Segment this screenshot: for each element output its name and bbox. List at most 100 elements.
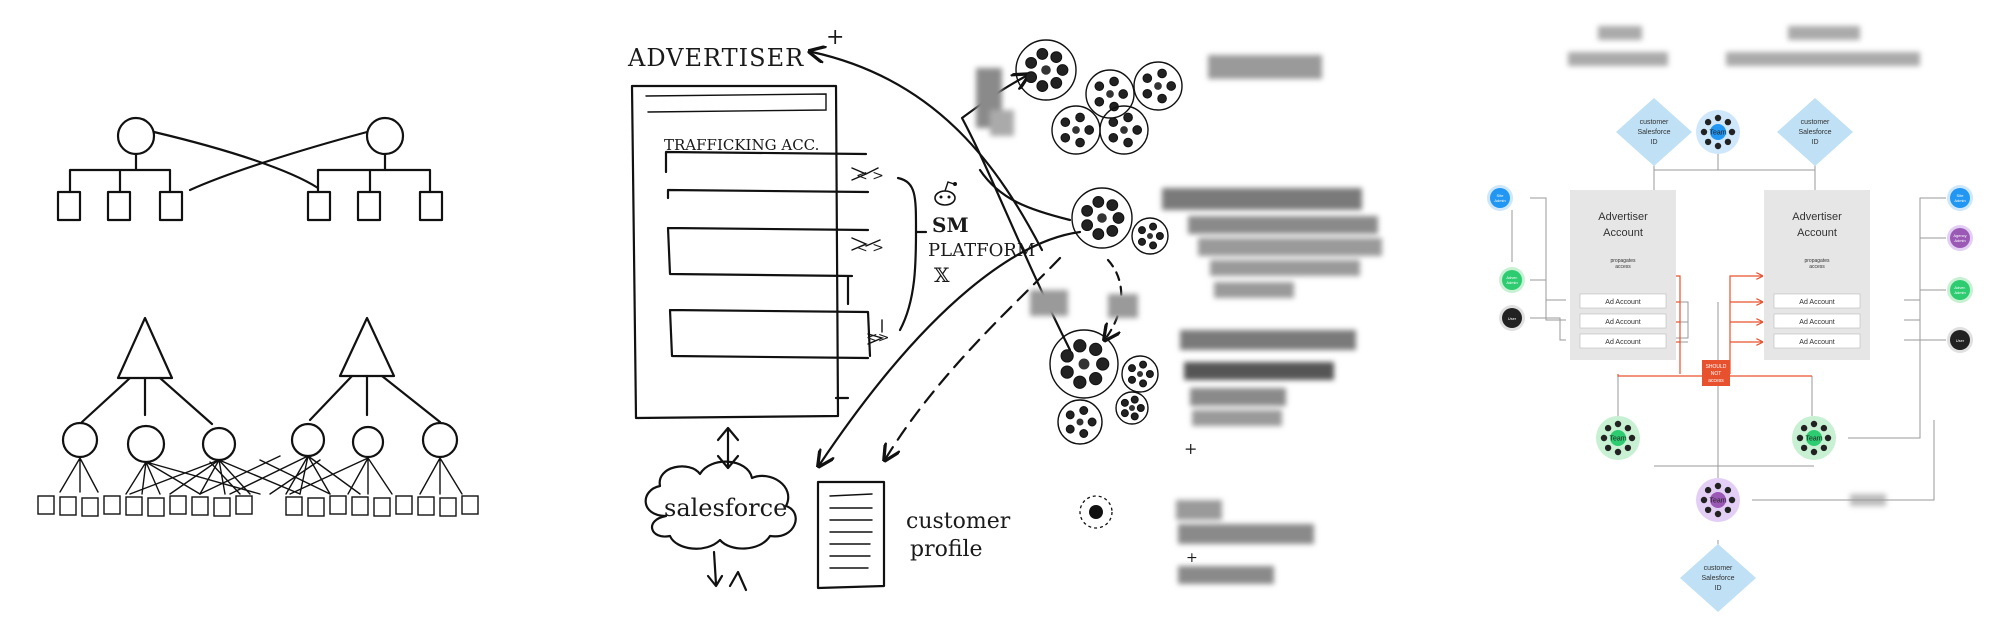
- salesforce-id-diamond-left[interactable]: customer Salesforce ID: [1616, 98, 1692, 166]
- leaf-box: [417, 496, 435, 516]
- x-logo-icon: 𝕏: [934, 263, 950, 287]
- reddit-icon: [934, 181, 957, 206]
- leaf-box: [191, 496, 209, 516]
- advertiser-sketch: ADVERTISER + TRAFFICKING ACC. < > < > <>…: [627, 25, 1123, 592]
- svg-text:SHOULD: SHOULD: [1706, 364, 1727, 370]
- svg-text:Ad Account: Ad Account: [1799, 299, 1834, 306]
- leaf-box: [125, 496, 143, 516]
- team-label: Team: [1609, 436, 1626, 443]
- sketch-cluster: [1049, 329, 1119, 399]
- svg-text:Salesforce: Salesforce: [1798, 129, 1831, 136]
- svg-text:Advertiser: Advertiser: [1598, 211, 1648, 223]
- leaf-box: [461, 495, 479, 515]
- bracket-2: < >: [856, 240, 884, 256]
- ad-account-right-2[interactable]: Ad Account: [1773, 313, 1861, 329]
- team-node-left[interactable]: Team: [1596, 416, 1640, 460]
- site-admin-left[interactable]: Site Admin: [1487, 185, 1513, 211]
- plus-mark-low: +: [1186, 550, 1198, 566]
- customer-profile-label-1: customer: [906, 509, 1011, 534]
- advertiser-account-left[interactable]: Advertiser Account propagates access Ad …: [1570, 190, 1676, 360]
- cluster-groups: [1015, 39, 1183, 445]
- leaf-box: [351, 496, 369, 516]
- user-left[interactable]: User: [1499, 305, 1525, 331]
- customer-profile-doc: customer profile: [816, 480, 1011, 590]
- ad-account-left-2[interactable]: Ad Account: [1579, 313, 1667, 329]
- sketch-cluster: [1131, 217, 1169, 255]
- team-node-right[interactable]: Team: [1792, 416, 1836, 460]
- trafficking-label: TRAFFICKING ACC.: [664, 136, 819, 154]
- agency-admin-right[interactable]: Agency Admin: [1947, 225, 1973, 251]
- should-not-access-badge: SHOULD NOT access: [1702, 360, 1730, 386]
- leaf-box: [103, 495, 121, 515]
- ad-account-right-3[interactable]: Ad Account: [1773, 333, 1861, 349]
- svg-text:Ad Account: Ad Account: [1605, 339, 1640, 346]
- sketch-cluster: [1071, 187, 1133, 249]
- svg-text:Ad Account: Ad Account: [1605, 299, 1640, 306]
- svg-text:Admin: Admin: [1506, 280, 1517, 285]
- leaf-box: [307, 497, 325, 517]
- svg-text:Ad Account: Ad Account: [1605, 319, 1640, 326]
- svg-text:access: access: [1615, 264, 1631, 270]
- bracket-1: < >: [856, 168, 884, 184]
- leaf-box: [439, 497, 457, 517]
- sketch-cluster: [1133, 61, 1183, 111]
- advertiser-admin-left[interactable]: Adver. Admin: [1499, 267, 1525, 293]
- salesforce-label: salesforce: [664, 494, 787, 522]
- leaf-box: [37, 495, 55, 515]
- ad-account-right-1[interactable]: Ad Account: [1773, 293, 1861, 309]
- salesforce-id-diamond-right[interactable]: customer Salesforce ID: [1777, 98, 1853, 166]
- svg-text:customer: customer: [1801, 119, 1830, 126]
- sketch-cluster: [1099, 105, 1149, 155]
- ad-account-left-1[interactable]: Ad Account: [1579, 293, 1667, 309]
- svg-text:Salesforce: Salesforce: [1701, 575, 1734, 582]
- user-right[interactable]: User: [1947, 327, 1973, 353]
- leaf-box: [147, 497, 165, 517]
- svg-text:ID: ID: [1651, 139, 1658, 146]
- plus-mark-mid: +: [1184, 439, 1197, 458]
- advertiser-title: ADVERTISER: [627, 44, 804, 72]
- svg-text:Site: Site: [1957, 193, 1965, 198]
- plus-mark-top: +: [826, 25, 844, 50]
- site-admin-right[interactable]: Site Admin: [1947, 185, 1973, 211]
- svg-text:Ad Account: Ad Account: [1799, 339, 1834, 346]
- smile-dot: [1079, 495, 1113, 529]
- svg-text:Site: Site: [1497, 193, 1505, 198]
- svg-text:Account: Account: [1797, 227, 1837, 239]
- svg-text:User: User: [1508, 316, 1517, 321]
- platform-label-sm: SM: [932, 213, 969, 237]
- svg-text:Account: Account: [1603, 227, 1643, 239]
- svg-text:Adver.: Adver.: [1954, 285, 1965, 290]
- sketch-cluster: [1085, 69, 1135, 119]
- svg-text:Admin: Admin: [1494, 198, 1505, 203]
- svg-text:access: access: [1708, 378, 1724, 384]
- svg-text:access: access: [1809, 264, 1825, 270]
- svg-text:customer: customer: [1640, 119, 1669, 126]
- svg-text:ID: ID: [1812, 139, 1819, 146]
- svg-text:propagates: propagates: [1804, 258, 1830, 264]
- team-label: Team: [1805, 436, 1822, 443]
- leaf-box: [235, 495, 253, 515]
- svg-text:Admin: Admin: [1954, 198, 1965, 203]
- svg-text:Admin: Admin: [1954, 238, 1965, 243]
- salesforce-cloud: salesforce: [644, 460, 797, 592]
- team-node-bottom[interactable]: Team: [1696, 478, 1740, 522]
- advertiser-admin-right[interactable]: Adver. Admin: [1947, 277, 1973, 303]
- svg-text:Advertiser: Advertiser: [1792, 211, 1842, 223]
- advertiser-account-right[interactable]: Advertiser Account propagates access Ad …: [1764, 190, 1870, 360]
- sketch-cluster: [1015, 39, 1077, 101]
- platform-label: PLATFORM: [928, 240, 1035, 261]
- ad-account-left-3[interactable]: Ad Account: [1579, 333, 1667, 349]
- sketch-cluster: [1057, 399, 1103, 445]
- svg-text:ID: ID: [1715, 585, 1722, 592]
- leaf-box: [59, 496, 77, 516]
- svg-text:Admin: Admin: [1954, 290, 1965, 295]
- leaf-box: [395, 495, 413, 515]
- bracket-3: <>: [866, 330, 889, 346]
- salesforce-id-diamond-bottom[interactable]: customer Salesforce ID: [1680, 544, 1756, 612]
- sketch-cluster: [1051, 105, 1101, 155]
- svg-text:User: User: [1956, 338, 1965, 343]
- team-node-top[interactable]: Team: [1696, 110, 1740, 154]
- svg-text:propagates: propagates: [1610, 258, 1636, 264]
- svg-text:Salesforce: Salesforce: [1637, 129, 1670, 136]
